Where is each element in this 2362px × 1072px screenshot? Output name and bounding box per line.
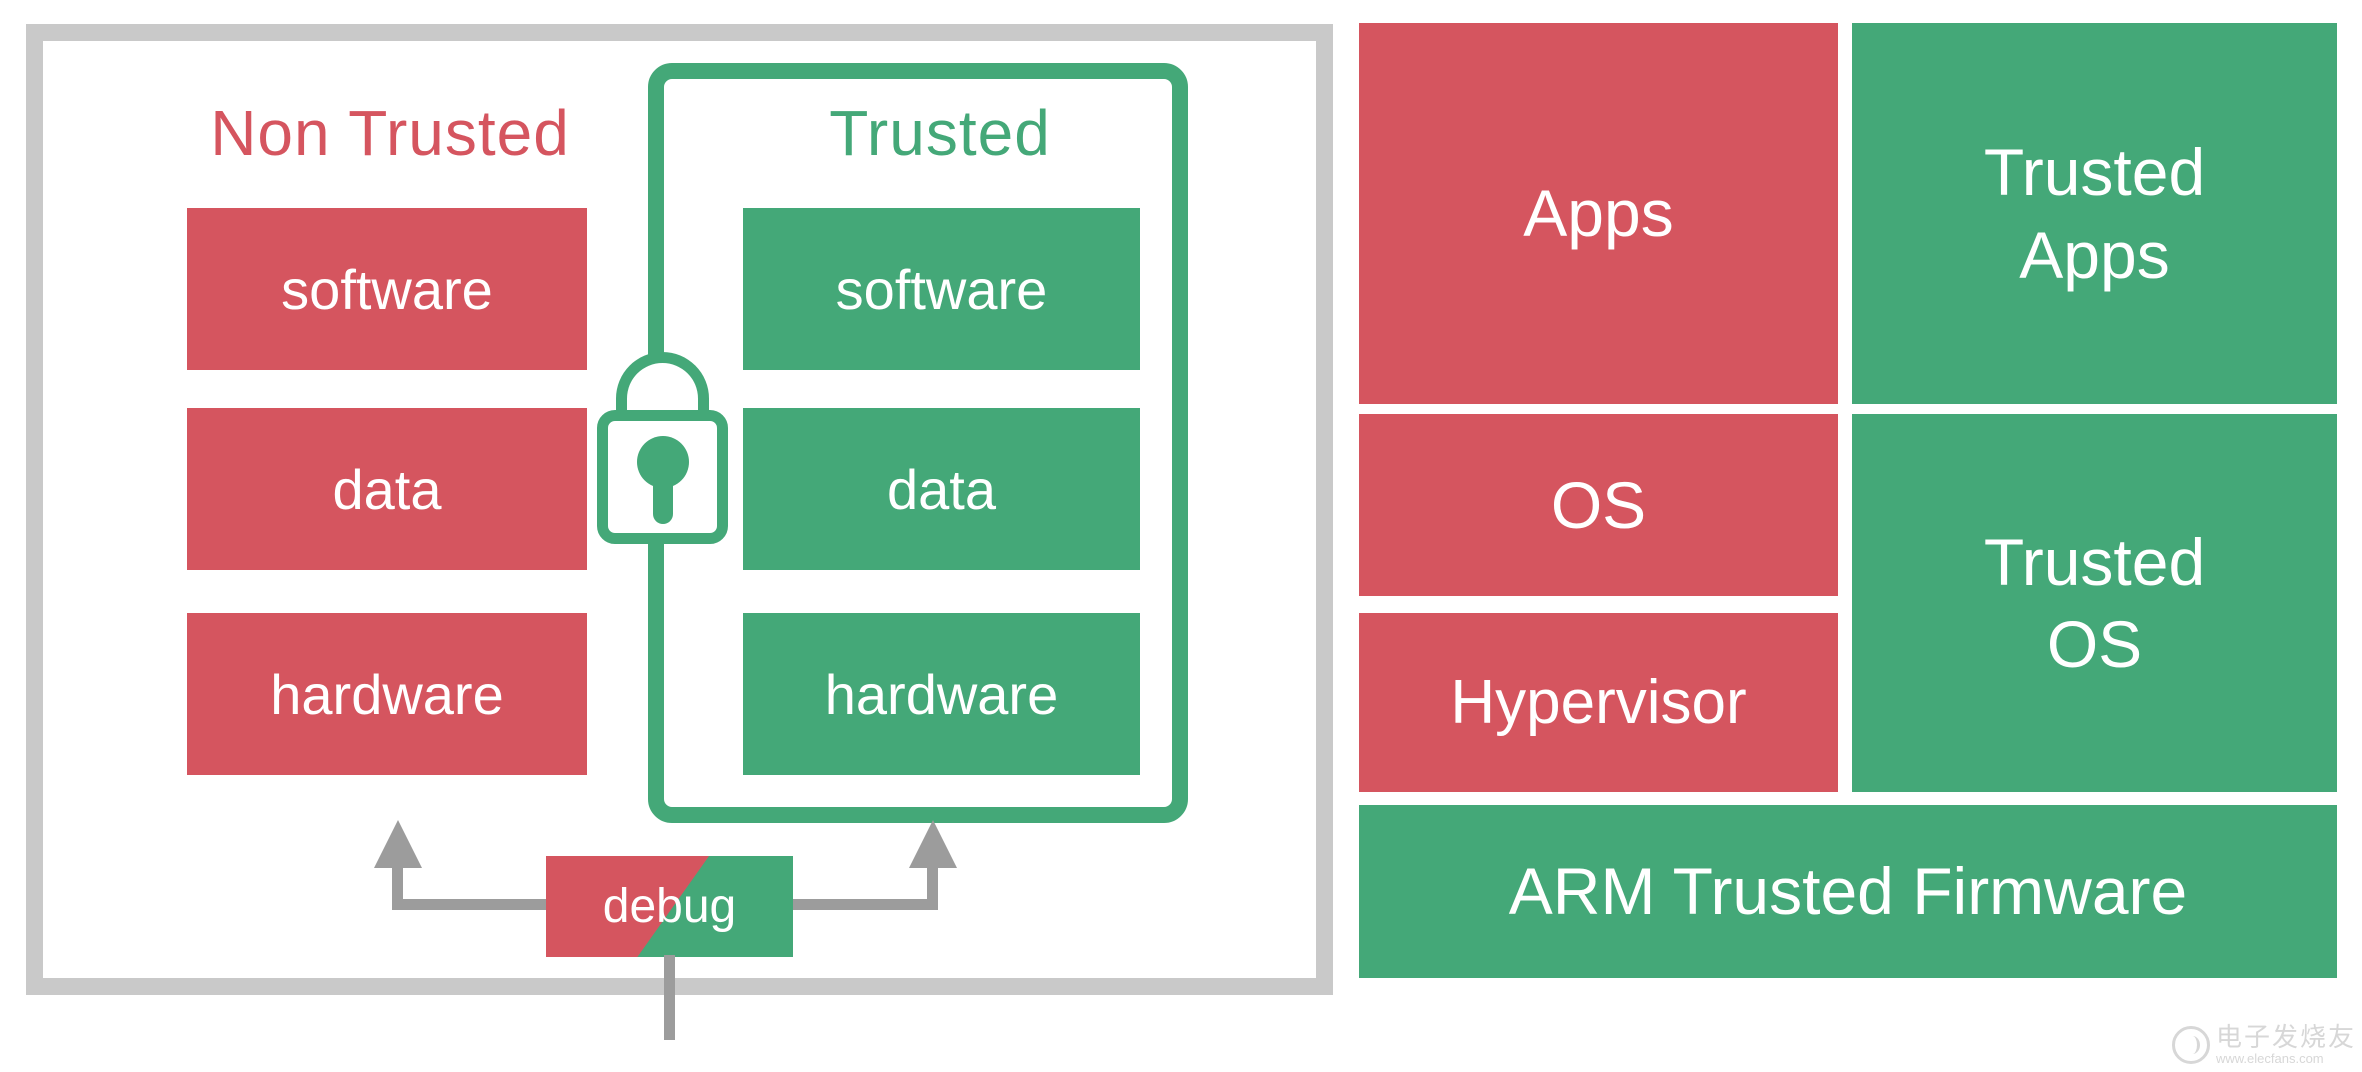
debug-box: debug [546,856,793,957]
trusted-os-box: Trusted OS [1852,414,2337,792]
trusted-software-box: software [743,208,1140,370]
elecfans-logo-icon [2171,1025,2210,1064]
debug-arrow-right-shaft [927,860,938,910]
trusted-apps-box: Trusted Apps [1852,23,2337,404]
non-trusted-software-box: software [187,208,587,370]
debug-arrow-left-shaft [392,860,403,910]
debug-arrow-right-horizontal [790,899,938,910]
arm-trusted-firmware-box: ARM Trusted Firmware [1359,805,2337,978]
trusted-data-box: data [743,408,1140,570]
non-trusted-hardware-box: hardware [187,613,587,775]
trusted-apps-label: Trusted Apps [1983,135,2206,292]
watermark-brand: 电子发烧友 [2215,1022,2356,1053]
trusted-os-label: Trusted OS [1983,524,2206,682]
debug-arrow-right-head [909,820,957,868]
watermark-url: www.elecfans.com [2215,1050,2324,1066]
debug-arrow-left-head [374,820,422,868]
non-trusted-data-box: data [187,408,587,570]
debug-arrow-left-horizontal [392,899,552,910]
debug-line-down [664,955,675,1040]
apps-box: Apps [1359,23,1838,404]
hypervisor-box: Hypervisor [1359,613,1838,792]
watermark: 电子发烧友 www.elecfans.com [2171,1022,2356,1066]
debug-label: debug [602,880,737,933]
os-box: OS [1359,414,1838,596]
trusted-heading: Trusted [829,97,1051,169]
padlock-keyhole-stem [653,472,673,524]
trusted-hardware-box: hardware [743,613,1140,775]
non-trusted-heading: Non Trusted [210,97,570,169]
